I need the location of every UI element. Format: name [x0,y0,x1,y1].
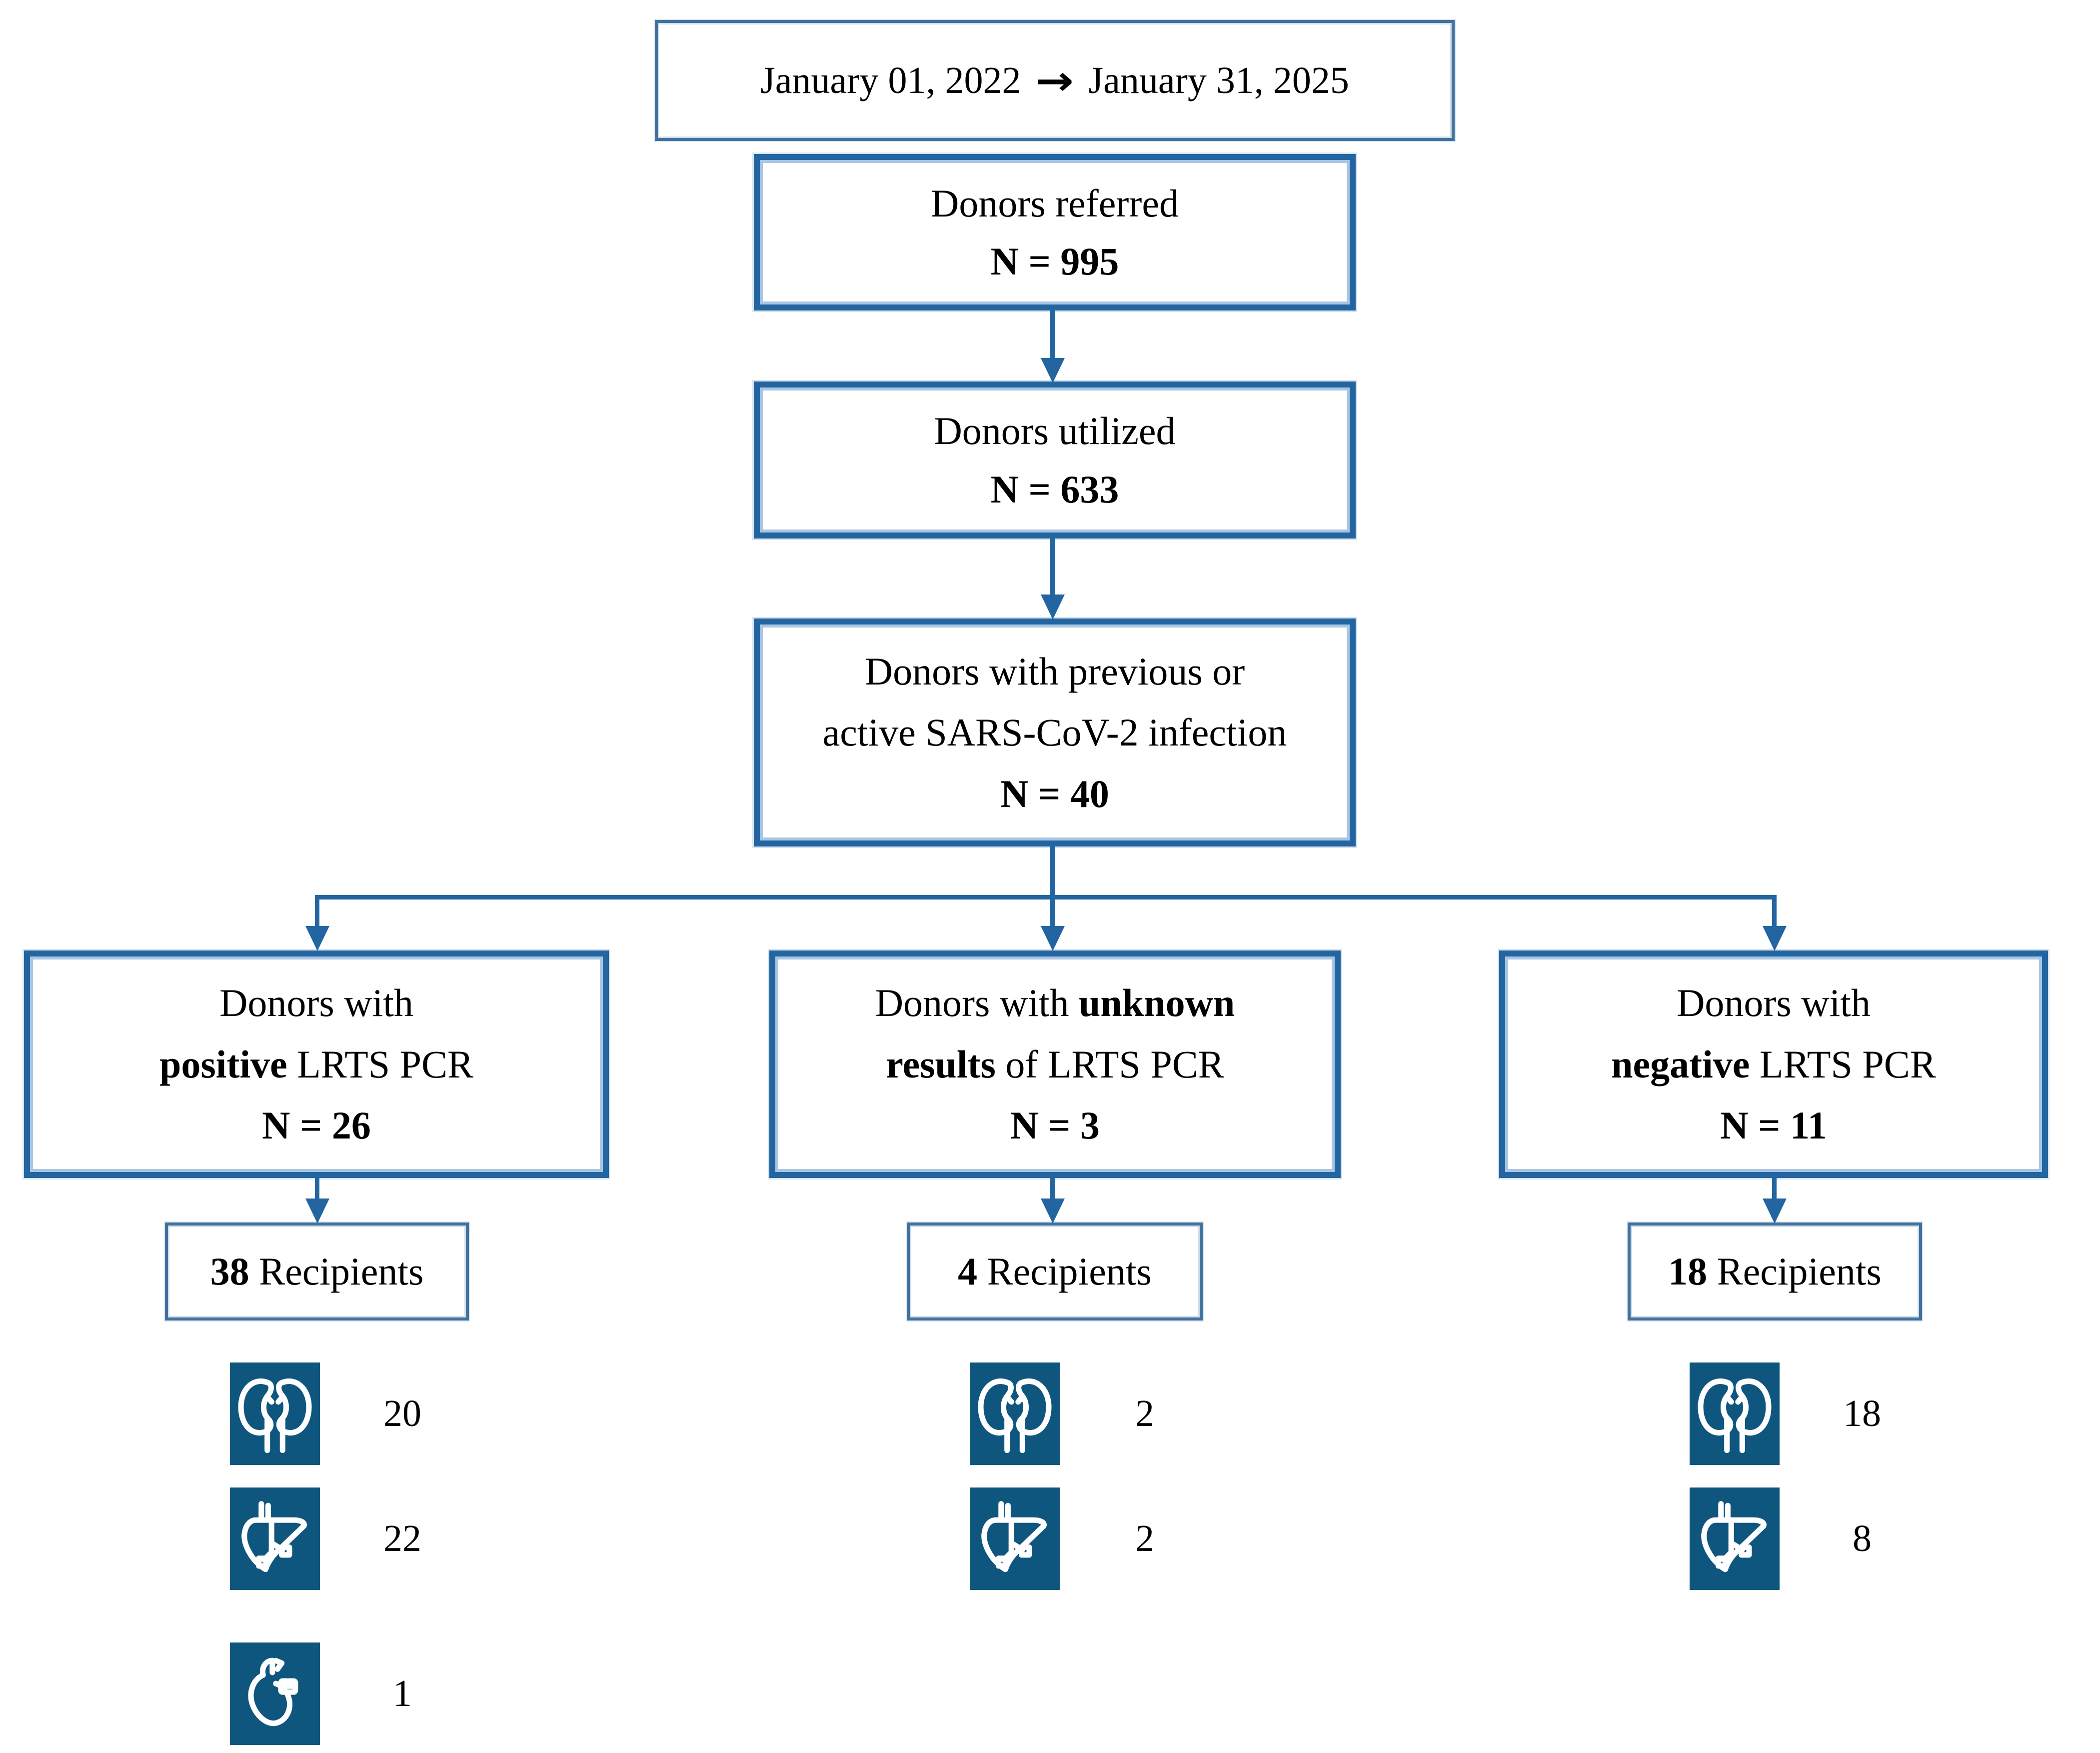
keyword-results: results [886,1042,996,1086]
kidney-count: 18 [1843,1392,1881,1434]
recipients-count: 18 [1668,1250,1708,1294]
recipients-label: Recipients [1707,1250,1882,1294]
recipients-label: Recipients [249,1250,424,1294]
n-value: N = 26 [262,1104,371,1148]
date-range-text: January 01, 2022 → January 31, 2025 [760,58,1349,104]
recipients-count: 38 [210,1250,249,1294]
recipients-text: 38 Recipients [210,1248,424,1295]
liver-count: 8 [1853,1518,1872,1560]
arrowhead-positive [305,926,329,951]
recipients-count: 4 [958,1250,978,1294]
kidney-count: 2 [1135,1392,1154,1434]
label-pre: Donors with [875,981,1079,1025]
connector-referred-to-utilized [1050,310,1055,360]
keyword-unknown: unknown [1079,981,1235,1025]
connector-drop-middle [1050,897,1055,928]
right-arrow-icon: → [1035,57,1074,104]
connector-negative-to-recipients [1772,1178,1777,1200]
branch-negative-box: Donors with negative LRTS PCR N = 11 [1499,950,2048,1178]
n-value: N = 633 [990,467,1119,511]
connector-unknown-to-recipients [1050,1178,1055,1200]
recipients-right-box: 18 Recipients [1628,1222,1922,1320]
label-rest: LRTS PCR [287,1042,474,1086]
donors-covid-box: Donors with previous or active SARS-CoV-… [754,618,1356,846]
n-value: N = 11 [1720,1104,1827,1148]
connector-positive-to-recipients [315,1178,319,1200]
box-label: Donors utilized [934,409,1176,453]
n-value: N = 995 [990,239,1119,283]
label-rest: of LRTS PCR [995,1042,1224,1086]
kidney-icon [1690,1362,1780,1465]
connector-drop-left [315,897,319,928]
date-start: January 01, 2022 [760,59,1021,102]
recipients-label: Recipients [977,1250,1152,1294]
arrowhead-recipients-right [1763,1198,1787,1224]
arrowhead-recipients-left [305,1198,329,1224]
keyword-positive: positive [159,1042,287,1086]
arrowhead-utilized [1041,358,1065,383]
connector-covid-to-split [1050,846,1055,897]
branch-unknown-box: Donors with unknown results of LRTS PCR … [769,950,1341,1178]
heart-count: 1 [393,1672,412,1714]
box-label-line1: Donors with [219,981,413,1025]
connector-utilized-to-covid [1050,538,1055,596]
keyword-negative: negative [1611,1042,1750,1086]
connector-split-horizontal [315,895,1777,900]
donors-referred-box: Donors referred N = 995 [754,154,1356,310]
recipients-text: 4 Recipients [958,1248,1152,1295]
date-end: January 31, 2025 [1088,59,1349,102]
kidney-icon [230,1362,320,1465]
box-label-line2: positive LRTS PCR [159,1040,473,1088]
arrowhead-recipients-middle [1041,1198,1065,1224]
liver-icon [230,1488,320,1590]
arrowhead-covid [1041,594,1065,620]
kidney-icon [970,1362,1060,1465]
box-label-line2: active SARS-CoV-2 infection [822,710,1287,754]
liver-count: 2 [1135,1518,1154,1560]
n-value: N = 40 [1000,772,1109,816]
arrowhead-unknown [1041,926,1065,951]
label-rest: LRTS PCR [1750,1042,1936,1086]
box-label: Donors referred [931,181,1179,225]
liver-icon [1690,1488,1780,1590]
date-range-box: January 01, 2022 → January 31, 2025 [655,20,1455,141]
box-label-line1: Donors with [1677,981,1871,1025]
arrowhead-negative [1763,926,1787,951]
box-label-line1: Donors with previous or [864,649,1245,693]
recipients-text: 18 Recipients [1668,1248,1882,1295]
box-label-line1: Donors with unknown [875,979,1235,1026]
recipients-left-box: 38 Recipients [165,1222,469,1320]
donors-utilized-box: Donors utilized N = 633 [754,382,1356,538]
box-label-line2: results of LRTS PCR [886,1040,1224,1088]
liver-count: 22 [383,1518,421,1560]
heart-icon [230,1642,320,1745]
kidney-count: 20 [383,1392,421,1434]
branch-positive-box: Donors with positive LRTS PCR N = 26 [24,950,609,1178]
liver-icon [970,1488,1060,1590]
connector-drop-right [1772,897,1777,928]
box-label-line2: negative LRTS PCR [1611,1040,1936,1088]
n-value: N = 3 [1010,1104,1100,1148]
recipients-middle-box: 4 Recipients [907,1222,1203,1320]
